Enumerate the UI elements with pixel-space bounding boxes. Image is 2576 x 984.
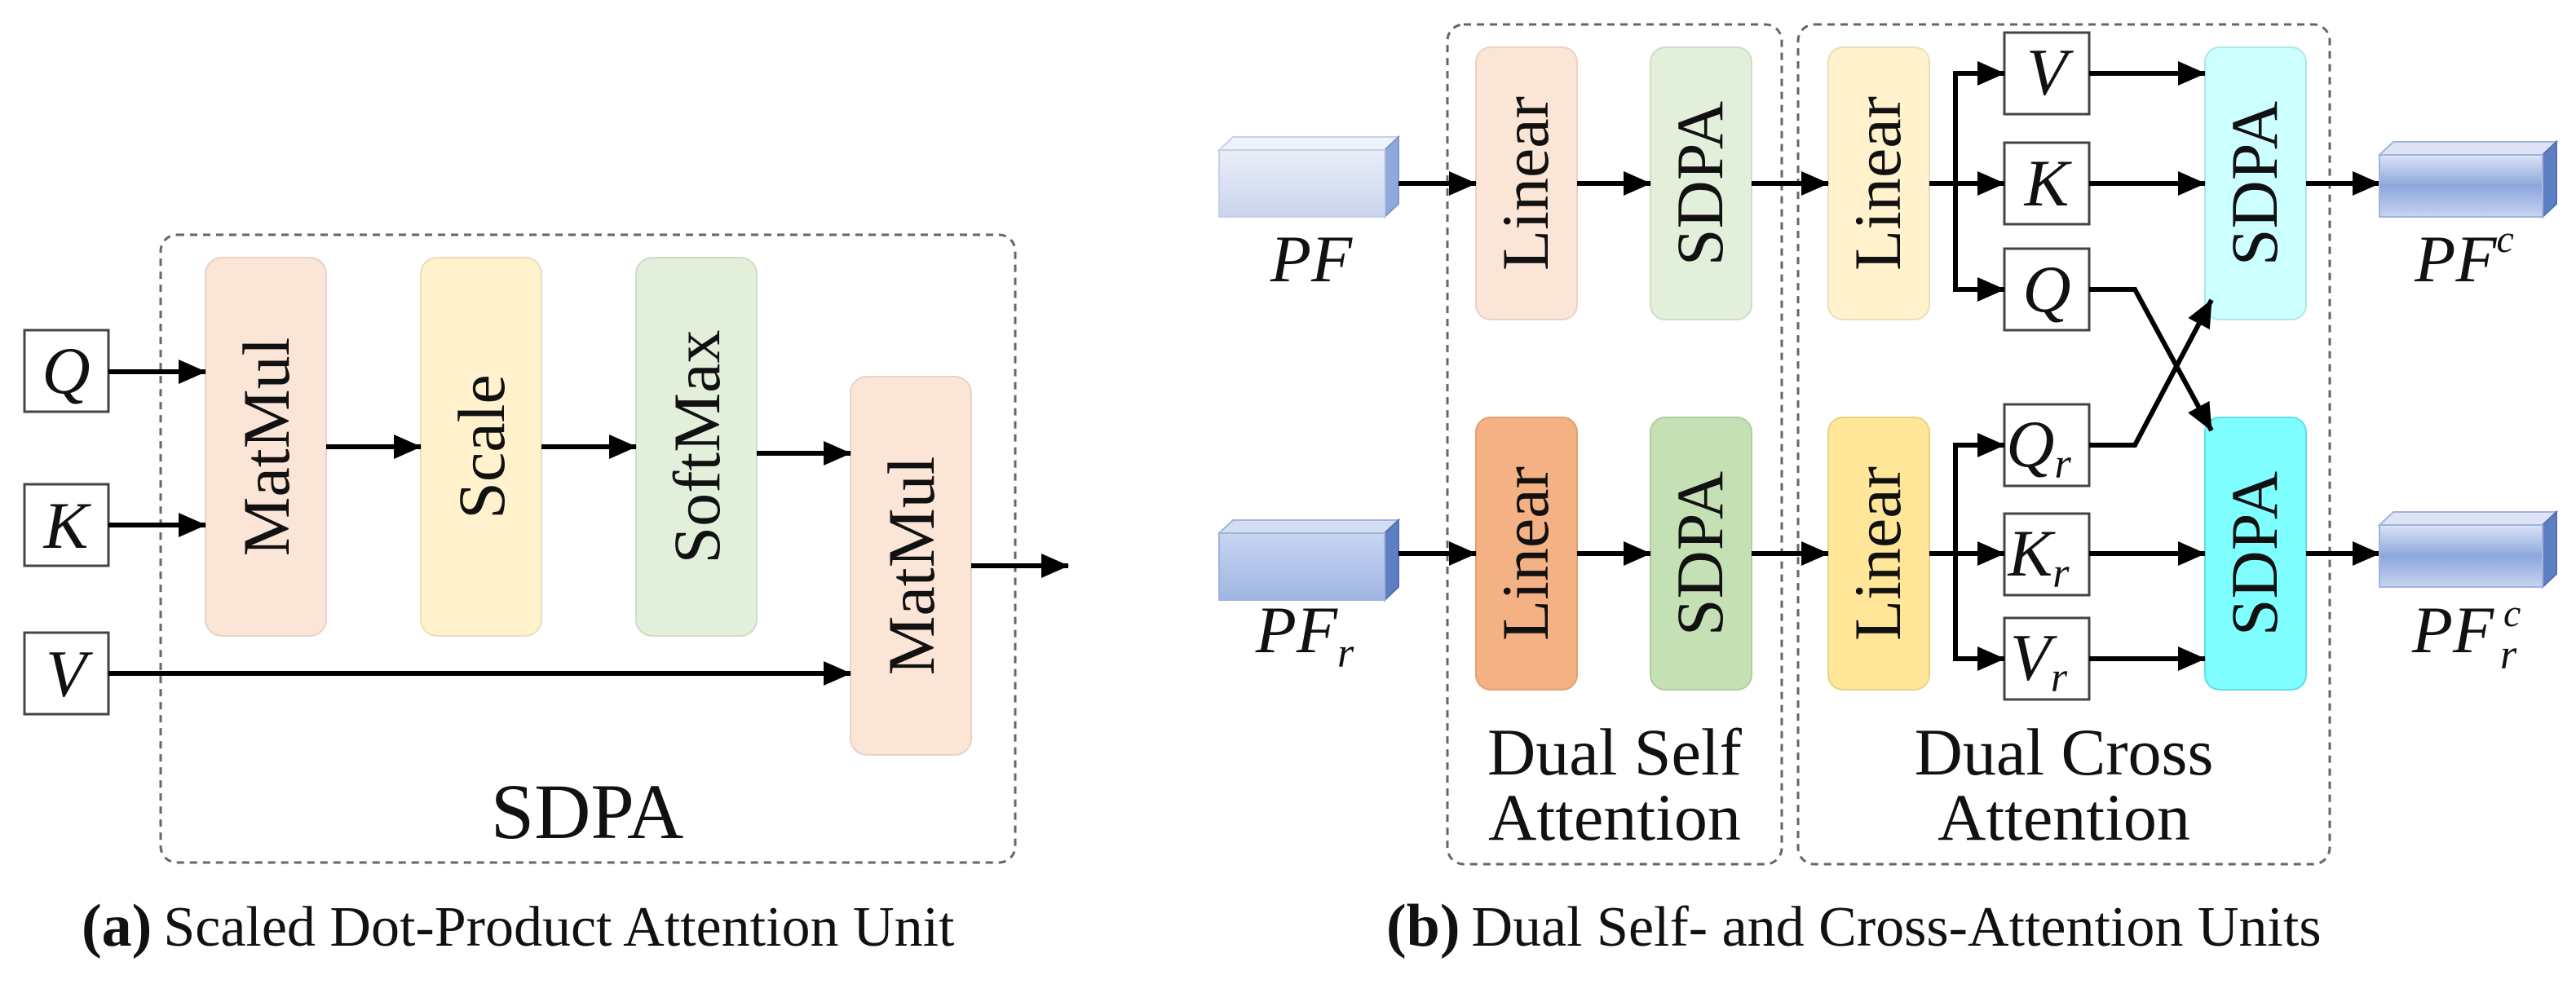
fan-bottom-qr [1953,433,2005,554]
v-input-box [23,631,110,716]
k-input-label: K [43,488,92,563]
dual-cross-label-2: Attention [1938,780,2190,854]
cross-linear-top-label: Linear [1840,96,1915,271]
cross-sdpa-top-label: SDPA [2217,101,2291,266]
panel-a: Q K V MatMul Scale SoftMax MatMul SDPA (… [23,233,1069,960]
pfc-output-label: PFc [2414,218,2514,296]
v-box-top [2003,31,2091,116]
pfrc-output-prism [2377,510,2559,589]
matmul-label-1: MatMul [229,338,303,557]
qr-box [2003,403,2091,488]
caption-b-text: Dual Self- and Cross-Attention Units [1471,896,2321,959]
dual-cross-label-1: Dual Cross [1915,715,2214,789]
cross-linear-bottom-label: Linear [1840,466,1915,641]
fan-top-q [1953,183,2005,302]
panel-b: PF PFr Linear SDPA Linear SDPA Linear Li… [1217,23,2559,960]
v-box-top-label: V [2026,35,2074,109]
dual-self-label-1: Dual Self [1487,715,1743,789]
caption-b-tag-open: ( [1386,893,1407,960]
fan-top-v [1953,61,2005,183]
k-box-top [2003,141,2091,226]
v-input-label: V [46,637,93,711]
caption-b-tag: b [1407,893,1440,960]
kr-box-label: Kr [2008,516,2070,597]
q-box-top-label: Q [2022,252,2070,326]
pfrc-output-sup: c [2503,592,2521,635]
vr-box-label: Vr [2010,620,2068,701]
fan-bottom-vr [1953,554,2005,671]
caption-b: (b)Dual Self- and Cross-Attention Units [1386,893,2322,960]
qr-to-sdpa-top-arrow [2089,298,2214,448]
sdpa-frame [159,233,1017,864]
softmax-label: SoftMax [660,330,734,564]
pf-input-label: PF [1270,222,1353,296]
k-box-top-label: K [2024,146,2073,220]
cross-sdpa-bottom-label: SDPA [2217,471,2291,636]
caption-a-tag-open: ( [82,893,102,960]
matmul-label-2: MatMul [874,457,948,676]
self-linear-top-label: Linear [1488,96,1562,271]
self-linear-bottom-label: Linear [1488,466,1562,641]
scale-label: Scale [444,374,519,519]
q-input-label: Q [42,333,90,408]
caption-a-tag: a [102,893,132,960]
dual-self-label-2: Attention [1488,780,1741,854]
kr-box [2003,512,2091,597]
caption-b-tag-close: ) [1440,893,1460,960]
dual-self-frame [1446,23,1783,866]
k-input-box [23,483,110,567]
self-sdpa-bottom-label: SDPA [1663,471,1737,636]
caption-a: (a)Scaled Dot-Product Attention Unit [82,893,955,960]
pf-input-prism [1217,135,1401,219]
pfc-output-prism [2377,139,2559,219]
pfr-input-prism [1217,518,1401,602]
q-to-sdpa-bottom-arrow [2089,287,2214,432]
sdpa-title: SDPA [491,768,684,855]
caption-a-tag-close: ) [132,893,152,960]
qr-box-label: Qr [2006,407,2071,488]
caption-a-text: Scaled Dot-Product Attention Unit [163,896,955,959]
self-sdpa-top-label: SDPA [1663,101,1737,266]
pfrc-output-sub: r [2500,632,2517,678]
dual-cross-frame [1796,23,2331,866]
pfr-input-label: PFr [1255,593,1354,677]
pfrc-output-label: PF [2411,593,2494,667]
